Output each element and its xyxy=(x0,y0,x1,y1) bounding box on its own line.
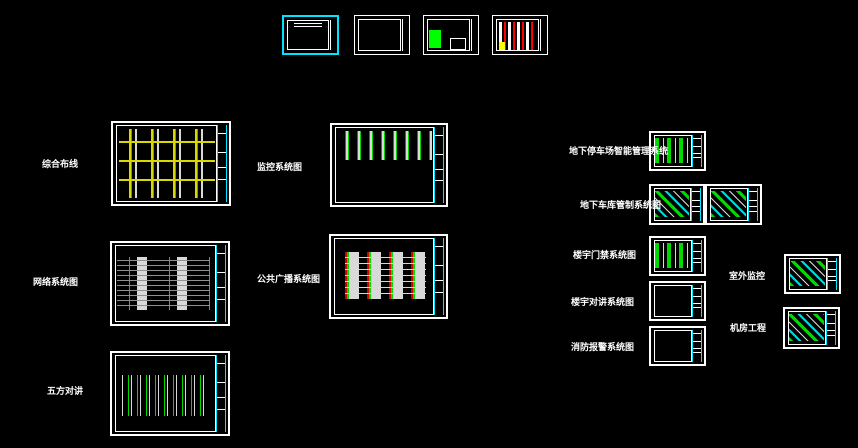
sheet-border xyxy=(710,188,748,221)
label-outdoor-cctv: 室外监控 xyxy=(729,272,766,282)
title-block xyxy=(216,245,226,322)
drawing-sheet-garage-control[interactable] xyxy=(705,184,762,225)
title-block xyxy=(691,188,701,221)
title-block xyxy=(748,188,758,221)
title-block xyxy=(692,330,702,362)
drawing-content xyxy=(711,191,746,217)
sheet-border xyxy=(788,311,826,345)
sheet-border xyxy=(654,188,691,221)
drawing-sheet-public-broadcast[interactable] xyxy=(329,234,448,319)
sheet-border xyxy=(334,238,434,315)
title-block xyxy=(692,285,702,317)
drawing-sheet-outdoor-cctv[interactable] xyxy=(784,254,841,294)
title-block xyxy=(692,240,702,272)
title-block xyxy=(434,127,444,203)
title-block xyxy=(216,355,226,432)
layout-tab-2[interactable] xyxy=(354,15,410,55)
drawing-sheet-generic-cabling[interactable] xyxy=(111,121,231,206)
label-parking-management: 地下停车场智能管理系统 xyxy=(569,147,669,157)
label-fire-alarm: 消防报警系统图 xyxy=(571,343,635,353)
label-public-broadcast: 公共广播系统图 xyxy=(257,275,321,285)
title-block xyxy=(826,311,836,345)
drawing-sheet-access-control[interactable] xyxy=(649,236,706,276)
sheet-border xyxy=(654,240,692,272)
drawing-content xyxy=(117,257,210,310)
drawing-content xyxy=(655,243,690,268)
title-block xyxy=(692,135,702,167)
label-garage-control: 地下车库管制系统图 xyxy=(580,201,662,211)
title-block xyxy=(827,258,837,290)
drawing-sheet-parking-management[interactable] xyxy=(649,131,706,171)
sheet-border xyxy=(789,258,827,290)
layout-tab-1[interactable] xyxy=(282,15,339,55)
label-building-intercom: 楼宇对讲系统图 xyxy=(571,298,635,308)
label-cctv-system: 监控系统图 xyxy=(257,163,303,173)
drawing-sheet-building-intercom[interactable] xyxy=(649,281,706,321)
drawing-content xyxy=(122,375,206,416)
sheet-border xyxy=(116,125,217,202)
drawing-sheet-five-way-intercom[interactable] xyxy=(110,351,230,436)
drawing-content xyxy=(119,129,215,198)
drawing-sheet-cctv-system[interactable] xyxy=(330,123,448,207)
sheet-border xyxy=(335,127,434,203)
drawing-sheet-network-system[interactable] xyxy=(110,241,230,326)
drawing-content xyxy=(790,261,825,286)
drawing-content xyxy=(345,252,426,299)
sheet-border xyxy=(654,285,692,317)
drawing-content xyxy=(655,191,689,217)
sheet-border xyxy=(654,330,692,362)
title-block xyxy=(217,125,227,202)
layout-tab-4[interactable] xyxy=(492,15,548,55)
label-five-way-intercom: 五方对讲 xyxy=(47,387,84,397)
drawing-sheet-garage-control[interactable] xyxy=(649,184,705,225)
drawing-sheet-machine-room[interactable] xyxy=(783,307,840,349)
drawing-content xyxy=(655,138,690,163)
label-generic-cabling: 综合布线 xyxy=(42,160,79,170)
sheet-border xyxy=(115,355,216,432)
label-access-control: 楼宇门禁系统图 xyxy=(573,251,637,261)
sheet-border xyxy=(654,135,692,167)
title-block xyxy=(434,238,444,315)
label-machine-room: 机房工程 xyxy=(730,324,767,334)
drawing-content xyxy=(789,314,824,341)
layout-tab-3[interactable] xyxy=(423,15,479,55)
drawing-sheet-fire-alarm[interactable] xyxy=(649,326,706,366)
sheet-border xyxy=(115,245,216,322)
label-network-system: 网络系统图 xyxy=(33,278,79,288)
drawing-content xyxy=(340,131,432,160)
